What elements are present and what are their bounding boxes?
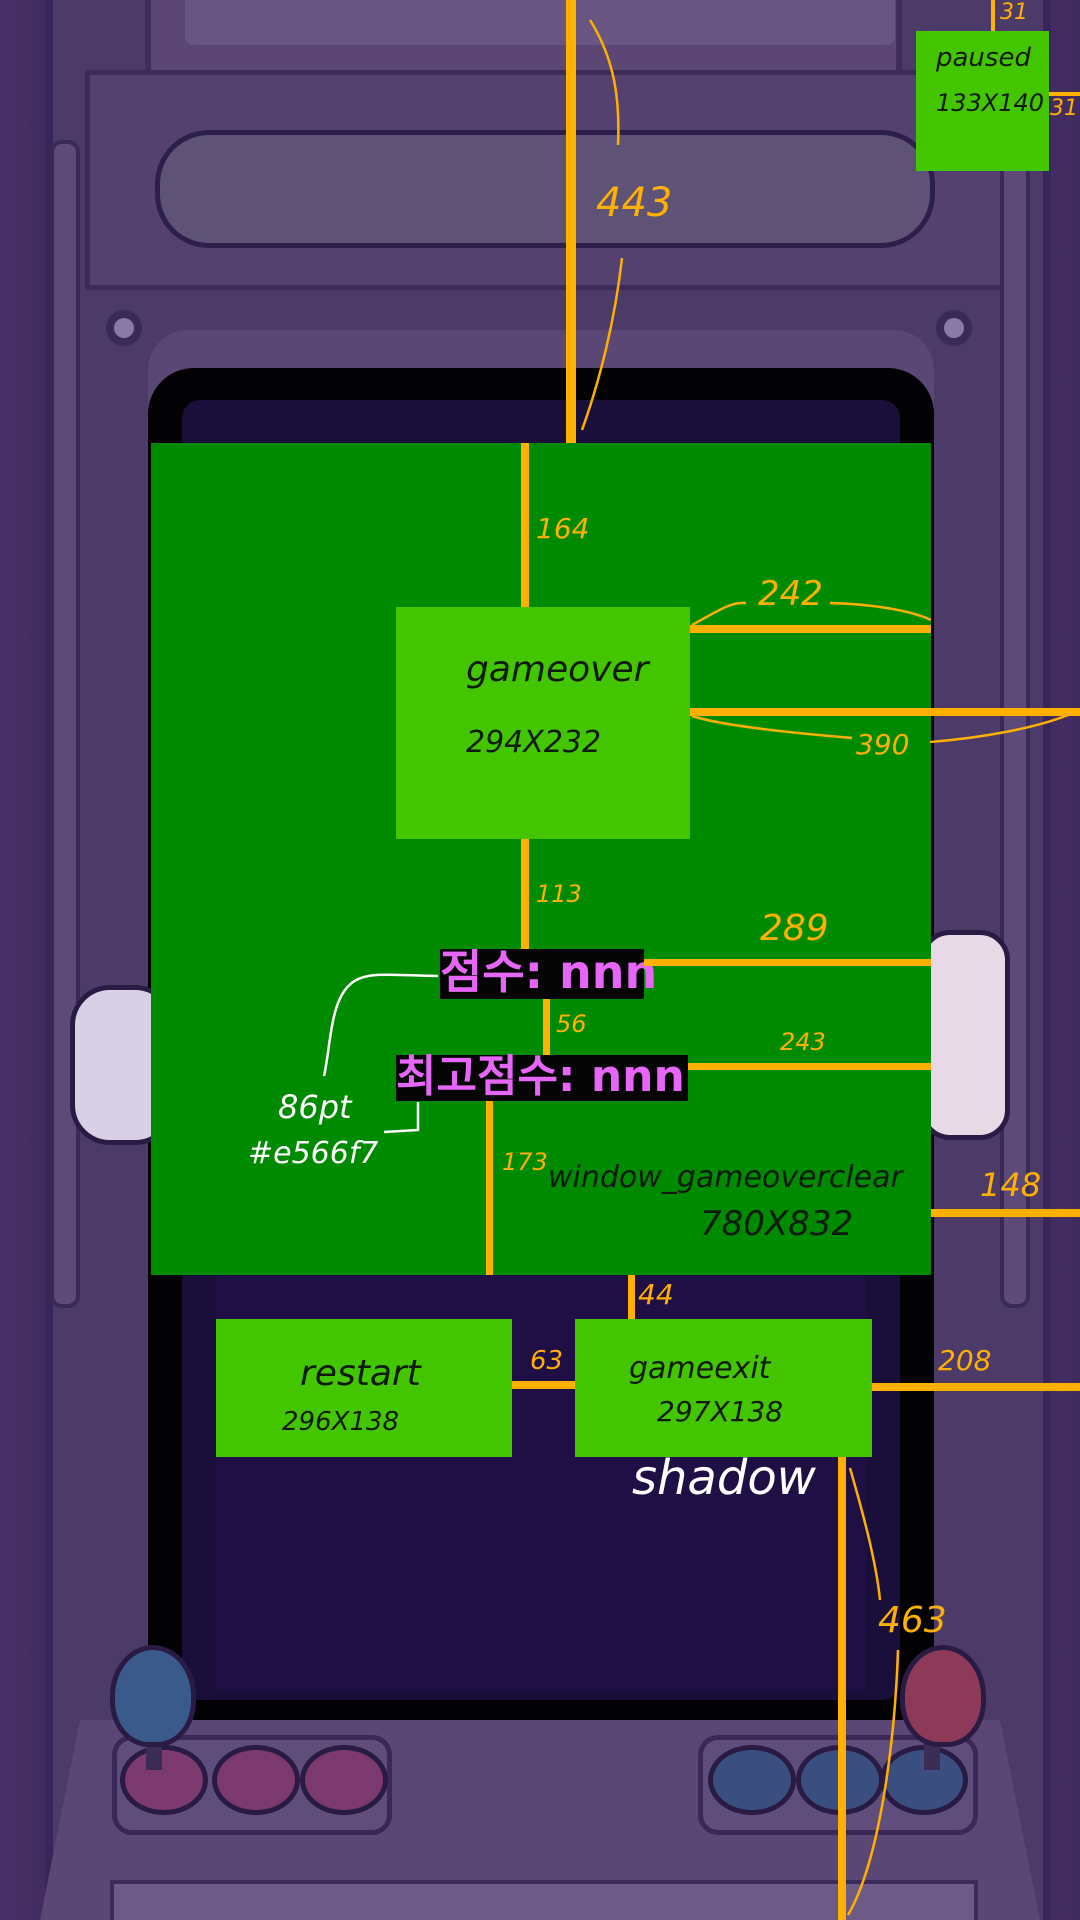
leader-font-note-a — [322, 973, 439, 1077]
window-gameoverclear — [151, 443, 931, 1275]
leader-gameover-right-a — [691, 601, 747, 627]
dim-gameover-right: 242 — [758, 574, 823, 614]
guide-gameover-top — [521, 443, 529, 607]
gameexit-size: 297X138 — [657, 1395, 784, 1428]
dim-button-gap: 63 — [530, 1346, 564, 1376]
dim-paused-right: 31 — [1050, 96, 1078, 121]
dim-score-gap: 56 — [556, 1010, 587, 1038]
font-color-note: #e566f7 — [248, 1136, 379, 1171]
arcade-button-icon — [708, 1745, 796, 1815]
leader-gameover-edge-b — [929, 710, 1076, 744]
dim-window-to-buttons: 44 — [638, 1278, 674, 1311]
font-size-note: 86pt — [278, 1088, 352, 1126]
score-text: 점수: nnn — [440, 945, 658, 999]
gameover-name: gameover — [466, 649, 649, 690]
restart-size: 296X138 — [282, 1407, 400, 1437]
window-size: 780X832 — [700, 1204, 854, 1244]
arcade-button-icon — [212, 1745, 300, 1815]
restart-name: restart — [300, 1353, 421, 1394]
high-score-text: 최고점수: nnn — [396, 1055, 688, 1101]
guide-gameover-right — [690, 625, 931, 633]
leader-window-top-b — [580, 257, 624, 431]
guide-gameover-to-score — [521, 839, 529, 952]
cabinet-bolt-right-icon — [936, 310, 972, 346]
arcade-button-icon — [120, 1745, 208, 1815]
dim-buttons-bottom: 463 — [878, 1600, 947, 1641]
cabinet-marquee — [155, 130, 935, 248]
guide-paused-top — [991, 0, 995, 31]
guide-score-gap — [543, 999, 550, 1055]
leader-gameover-right-b — [829, 601, 932, 622]
guide-gameexit-right — [872, 1383, 1080, 1391]
cabinet-top-panel-inner — [185, 0, 895, 45]
guide-button-gap — [512, 1381, 575, 1389]
leader-bottom-a — [848, 1467, 882, 1601]
dim-gameover-to-score: 113 — [536, 880, 582, 908]
gameexit-button[interactable]: gameexit 297X138 — [575, 1319, 872, 1457]
guide-paused-right — [1049, 92, 1080, 96]
dim-window-right: 148 — [980, 1166, 1042, 1204]
arcade-button-icon — [300, 1745, 388, 1815]
leader-gameover-edge-a — [691, 714, 853, 740]
guide-gameover-to-edge — [690, 708, 1080, 716]
gameover-size: 294X232 — [466, 725, 602, 760]
dim-high-score-right: 243 — [780, 1028, 826, 1056]
dim-paused-top: 31 — [1000, 0, 1028, 25]
window-name: window_gameoverclear — [548, 1160, 903, 1195]
paused-name: paused — [936, 43, 1031, 73]
paused-box[interactable]: paused 133X140 — [916, 31, 1049, 171]
dim-window-top: 443 — [596, 180, 673, 226]
guide-window-right — [931, 1209, 1080, 1217]
dim-gameover-top: 164 — [536, 512, 590, 545]
dim-score-right: 289 — [760, 908, 829, 949]
joystick-right-icon — [900, 1645, 986, 1747]
leader-bottom-b — [846, 1649, 900, 1916]
gameexit-name: gameexit — [629, 1351, 771, 1386]
leader-font-note-b — [383, 1102, 420, 1134]
dim-gameover-to-edge: 390 — [856, 728, 910, 761]
cabinet-bolt-left-icon — [106, 310, 142, 346]
gameover-box: gameover 294X232 — [396, 607, 690, 839]
shadow-note: shadow — [632, 1450, 816, 1506]
dim-high-score-to-bottom: 173 — [502, 1148, 548, 1176]
restart-button[interactable]: restart 296X138 — [216, 1319, 512, 1457]
guide-window-to-buttons — [628, 1275, 635, 1319]
guide-high-score-to-bottom — [486, 1101, 493, 1275]
guide-score-right — [644, 959, 931, 966]
leader-window-top-a — [588, 19, 620, 146]
guide-high-score-right — [688, 1063, 931, 1070]
joystick-left-icon — [110, 1645, 196, 1747]
dim-gameexit-right: 208 — [938, 1344, 992, 1377]
guide-buttons-bottom — [838, 1457, 846, 1920]
control-deck-base — [110, 1880, 978, 1920]
guide-window-top — [566, 0, 576, 443]
paused-size: 133X140 — [936, 89, 1045, 117]
